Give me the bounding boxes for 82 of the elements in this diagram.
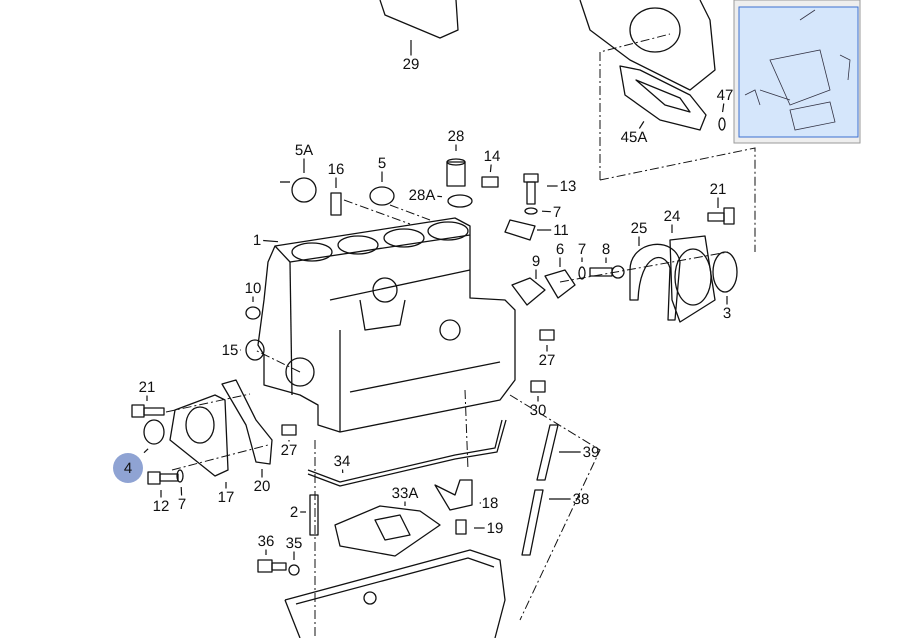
- leader-line: [559, 258, 561, 267]
- callout-number: 24: [662, 208, 682, 224]
- callout-number: 7: [176, 496, 188, 512]
- leader-line: [144, 448, 149, 454]
- leader-line: [726, 296, 728, 304]
- leader-line: [546, 345, 548, 352]
- leader-line: [288, 440, 290, 442]
- leader-line: [638, 121, 644, 129]
- leader-line: [180, 486, 182, 496]
- leader-line: [671, 224, 673, 233]
- leader-line: [252, 296, 254, 302]
- leader-line: [240, 349, 241, 351]
- leader-line: [410, 40, 412, 56]
- callout-number: 14: [482, 148, 502, 164]
- callout-number: 7: [576, 242, 588, 256]
- leader-line: [605, 258, 607, 263]
- highlighted-callout-number: 4: [113, 453, 143, 483]
- callout-number: 28A: [408, 188, 436, 202]
- callout-number: 15: [220, 342, 240, 358]
- callout-number: 11: [552, 222, 570, 238]
- callout-number: 36: [256, 534, 276, 548]
- leader-line: [261, 469, 263, 478]
- callout-number: 6: [554, 242, 566, 256]
- callout-number: 5A: [294, 142, 314, 158]
- callout-number: 1: [252, 232, 262, 248]
- callout-number: 29: [402, 56, 420, 72]
- callout-number: 47: [716, 88, 734, 102]
- callout-number: 13: [558, 178, 578, 194]
- leader-line: [293, 552, 295, 560]
- callout-number: 28: [446, 128, 466, 144]
- leader-line: [549, 498, 571, 500]
- callout-number: 16: [326, 162, 346, 176]
- leader-line: [404, 502, 406, 506]
- leader-line: [160, 490, 162, 498]
- callout-number: 5: [376, 156, 388, 170]
- leader-line: [265, 550, 267, 555]
- callout-number: 39: [582, 444, 600, 460]
- leader-line: [559, 451, 581, 453]
- leader-line: [225, 482, 227, 488]
- callout-number: 8: [600, 242, 612, 256]
- callout-number: 21: [708, 182, 728, 196]
- callout-number: 21: [138, 380, 156, 394]
- leader-line: [455, 144, 457, 151]
- callout-number: 38: [572, 492, 590, 506]
- leader-line: [303, 158, 305, 173]
- leader-line: [638, 236, 640, 246]
- leader-line: [542, 210, 551, 212]
- callout-number: 20: [252, 478, 272, 494]
- leader-line: [537, 229, 552, 231]
- callout-number: 30: [528, 402, 548, 418]
- callout-number: 19: [486, 520, 504, 536]
- leader-line: [581, 258, 583, 262]
- callout-number: 3: [722, 306, 732, 320]
- leader-line: [381, 172, 383, 182]
- leader-line: [717, 198, 719, 208]
- callout-number: 25: [630, 220, 648, 236]
- callout-number: 33A: [390, 486, 420, 500]
- callout-number: 10: [244, 280, 262, 296]
- callout-number: 7: [552, 204, 562, 220]
- callout-number: 45A: [620, 130, 648, 144]
- leader-line: [437, 196, 442, 198]
- leader-line: [547, 185, 558, 187]
- leader-line: [480, 502, 481, 504]
- leader-line: [535, 270, 537, 279]
- leader-line: [537, 396, 539, 402]
- callout-number: 17: [216, 490, 236, 504]
- leader-line: [490, 164, 492, 172]
- callout-number: 18: [480, 496, 500, 510]
- leader-line: [300, 511, 306, 513]
- callout-number: 12: [152, 498, 170, 514]
- leader-line: [335, 178, 337, 188]
- callout-number: 9: [530, 254, 542, 268]
- leader-line: [263, 240, 278, 242]
- leader-line: [474, 527, 485, 529]
- leader-line: [722, 103, 724, 112]
- callout-number: 34: [332, 454, 352, 468]
- leader-line: [146, 396, 148, 401]
- callout-number: 2: [288, 504, 300, 520]
- callout-number: 27: [280, 442, 298, 458]
- callout-number: 35: [284, 536, 304, 550]
- callout-number: 27: [538, 352, 556, 368]
- leader-line: [342, 469, 344, 474]
